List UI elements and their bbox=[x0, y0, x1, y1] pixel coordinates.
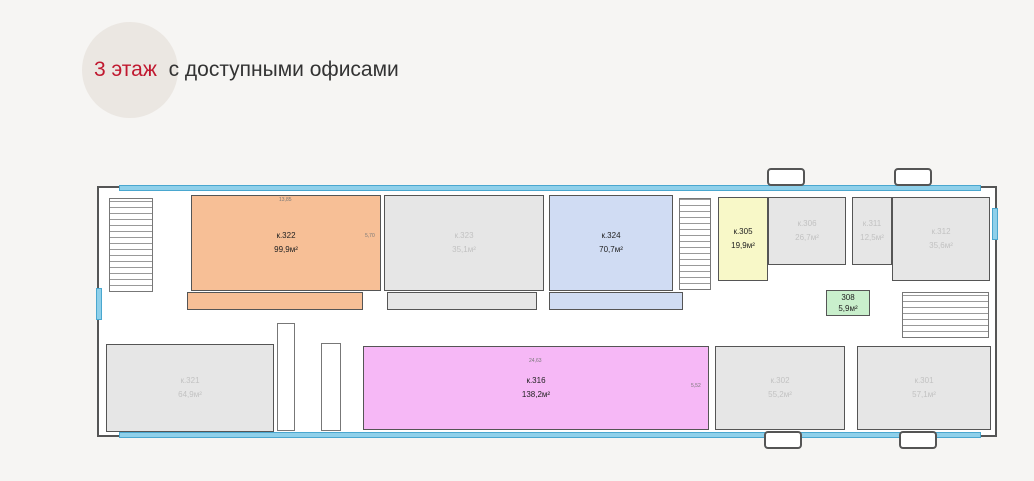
room-321[interactable]: к.321 64,9м² bbox=[106, 344, 274, 432]
room-area: 35,1м² bbox=[452, 245, 476, 254]
room-number: к.323 bbox=[454, 231, 474, 240]
room-305[interactable]: к.305 19,9м² bbox=[718, 197, 768, 281]
staircase bbox=[679, 198, 711, 290]
room-308[interactable]: 308 5,9м² bbox=[826, 290, 870, 316]
room-323-corridor bbox=[387, 292, 537, 310]
room-area: 5,9м² bbox=[838, 304, 858, 313]
restroom bbox=[321, 343, 341, 431]
room-number: к.305 bbox=[733, 227, 753, 236]
room-316[interactable]: к.316 138,2м² bbox=[363, 346, 709, 430]
dimension-label: 13,85 bbox=[279, 197, 292, 203]
room-number: к.301 bbox=[914, 376, 934, 385]
staircase bbox=[109, 198, 153, 292]
room-number: к.302 bbox=[770, 376, 790, 385]
room-area: 26,7м² bbox=[795, 233, 819, 242]
room-number: к.306 bbox=[797, 219, 817, 228]
room-324-corridor bbox=[549, 292, 683, 310]
room-322-corridor bbox=[187, 292, 363, 310]
room-number: к.322 bbox=[276, 231, 296, 240]
room-306[interactable]: к.306 26,7м² bbox=[768, 197, 846, 265]
room-323[interactable]: к.323 35,1м² bbox=[384, 195, 544, 291]
bay-window bbox=[764, 431, 802, 449]
floor-label: 3 этаж bbox=[94, 58, 157, 81]
staircase bbox=[902, 292, 989, 338]
page-title: 3 этаж с доступными офисами bbox=[94, 58, 399, 82]
windows-bottom bbox=[119, 432, 981, 438]
room-area: 55,2м² bbox=[768, 390, 792, 399]
room-area: 64,9м² bbox=[178, 390, 202, 399]
dimension-label: 5,70 bbox=[365, 233, 375, 239]
room-area: 19,9м² bbox=[731, 241, 755, 250]
room-311[interactable]: к.311 12,5м² bbox=[852, 197, 892, 265]
windows-top bbox=[119, 185, 981, 191]
room-number: к.312 bbox=[931, 227, 951, 236]
room-number: к.321 bbox=[180, 376, 200, 385]
dimension-label: 24,63 bbox=[529, 358, 542, 364]
room-area: 35,6м² bbox=[929, 241, 953, 250]
subtitle: с доступными офисами bbox=[168, 58, 399, 81]
restroom bbox=[277, 323, 295, 431]
room-322[interactable]: к.322 99,9м² bbox=[191, 195, 381, 291]
room-301[interactable]: к.301 57,1м² bbox=[857, 346, 991, 430]
room-number: к.324 bbox=[601, 231, 621, 240]
room-area: 70,7м² bbox=[599, 245, 623, 254]
bay-window bbox=[899, 431, 937, 449]
room-number: к.316 bbox=[526, 376, 546, 385]
room-302[interactable]: к.302 55,2м² bbox=[715, 346, 845, 430]
room-number: к.311 bbox=[862, 219, 882, 228]
bay-window bbox=[894, 168, 932, 186]
room-312[interactable]: к.312 35,6м² bbox=[892, 197, 990, 281]
room-area: 57,1м² bbox=[912, 390, 936, 399]
bay-window bbox=[767, 168, 805, 186]
room-324[interactable]: к.324 70,7м² bbox=[549, 195, 673, 291]
window-left bbox=[96, 288, 102, 320]
floor-badge-circle bbox=[82, 22, 178, 118]
window-right bbox=[992, 208, 998, 240]
dimension-label: 5,52 bbox=[691, 383, 701, 389]
room-area: 99,9м² bbox=[274, 245, 298, 254]
room-number: 308 bbox=[841, 293, 855, 302]
floor-plan: к.322 99,9м² 13,85 5,70 к.323 35,1м² к.324… bbox=[96, 168, 998, 449]
room-area: 12,5м² bbox=[860, 233, 884, 242]
room-area: 138,2м² bbox=[521, 390, 551, 399]
